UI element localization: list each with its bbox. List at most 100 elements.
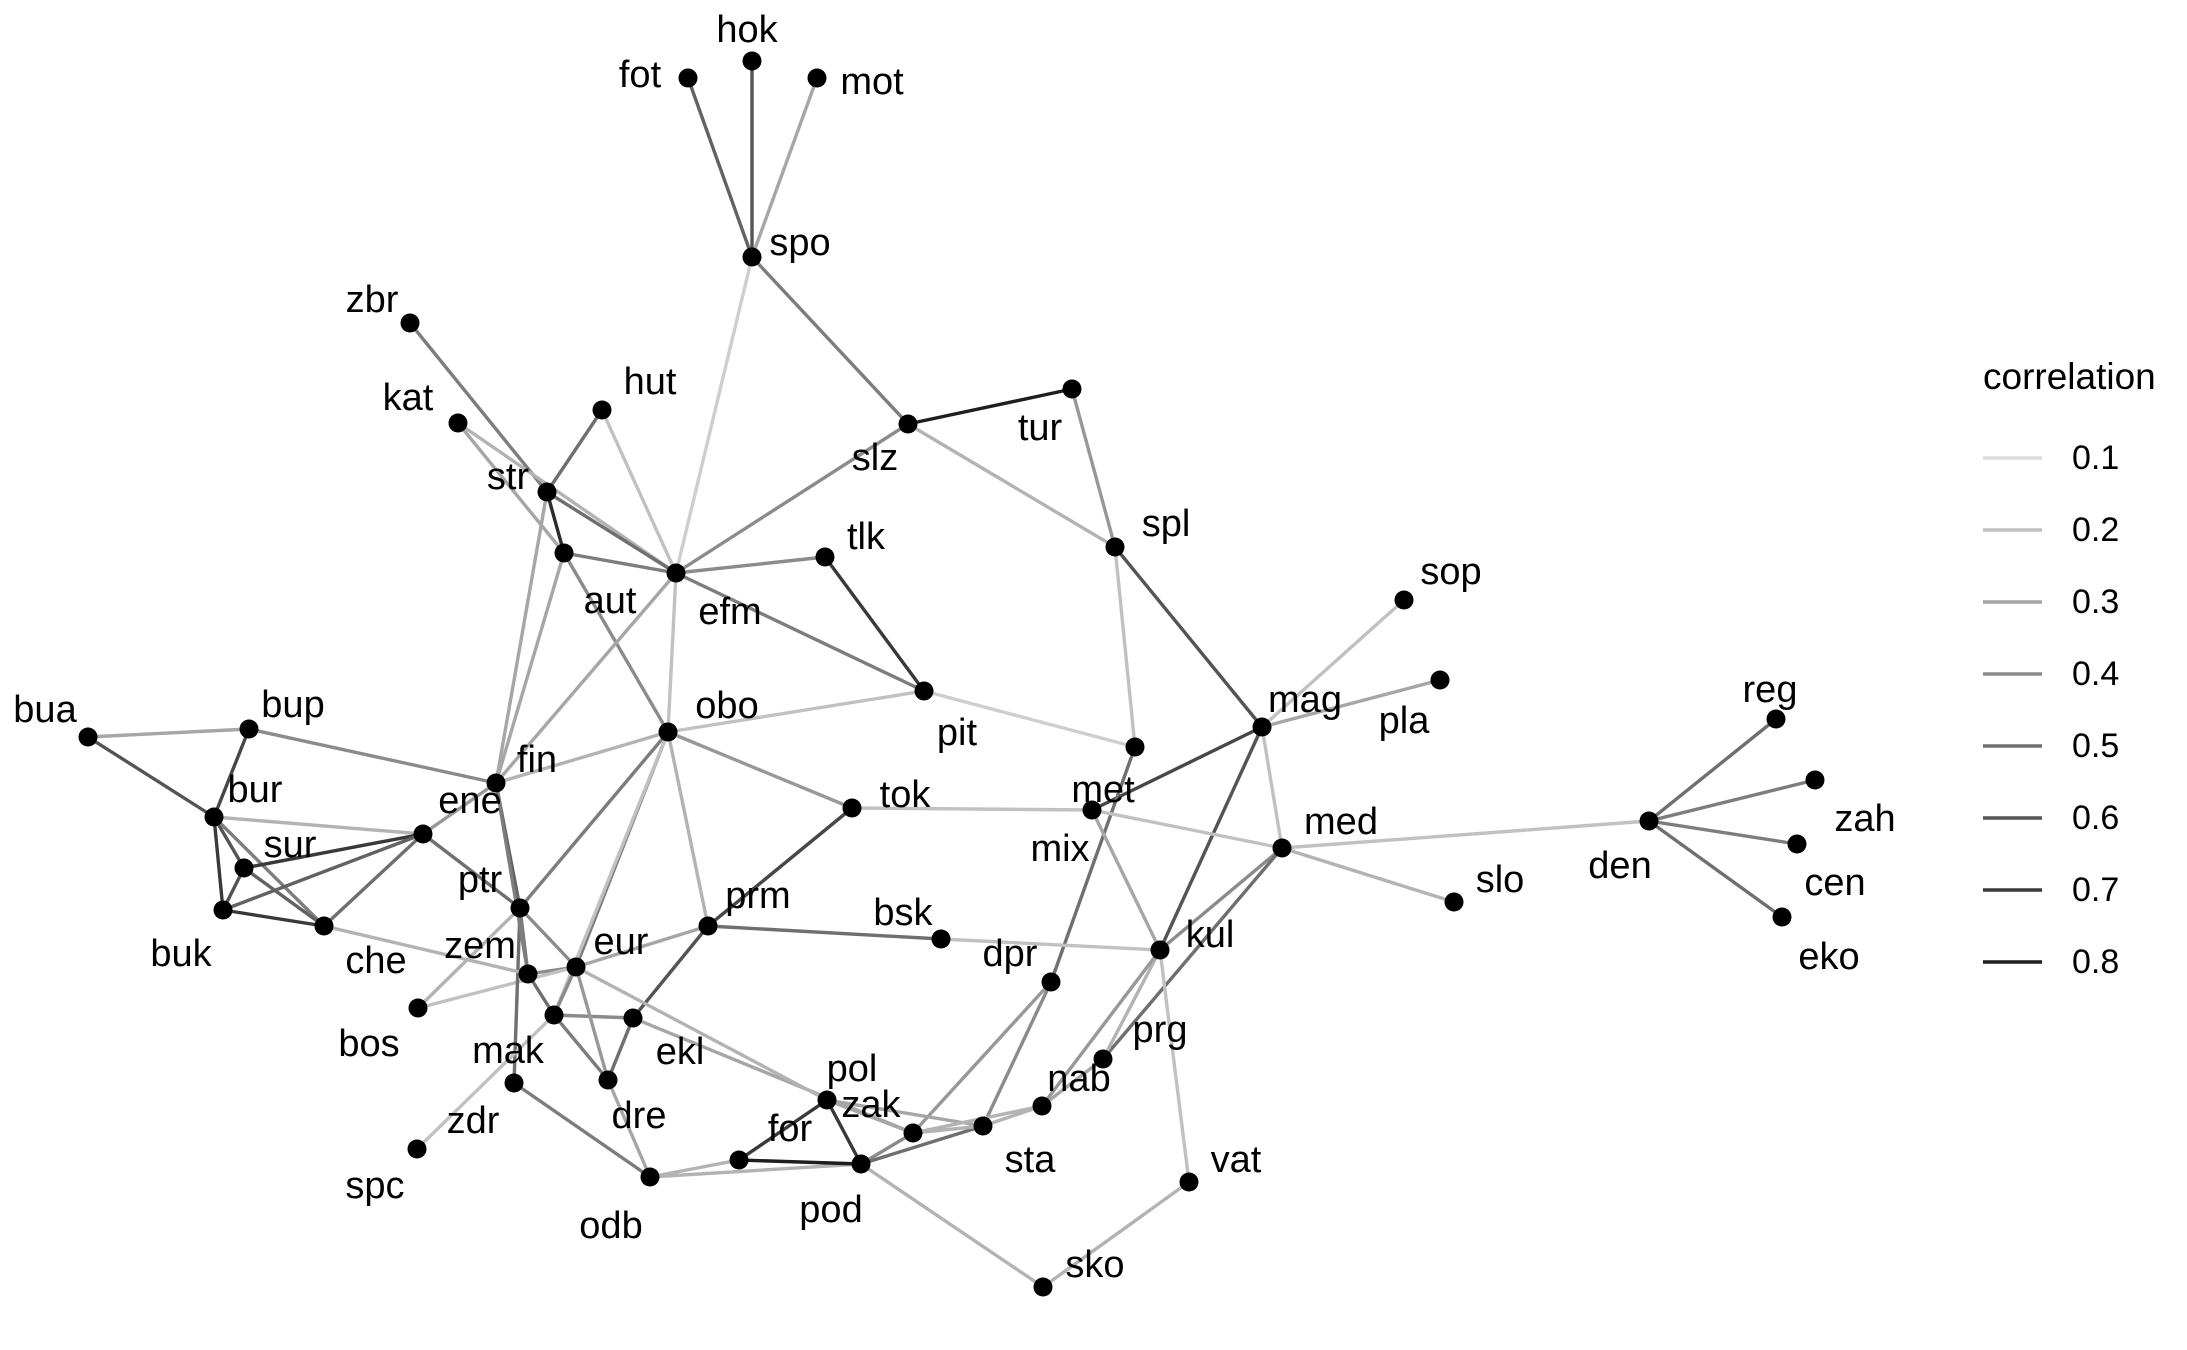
node-dre-dot [598,1070,618,1090]
edge-bua-bur [86,735,216,819]
node-fot-label: fot [619,54,662,96]
node-mag-dot [1252,717,1272,737]
legend-label-0.5: 0.5 [2072,727,2119,765]
edge-den-cen [1647,819,1799,846]
edge-for-pod [737,1158,863,1166]
node-dpr-dot [1041,972,1061,992]
node-sta-label: sta [1005,1139,1057,1181]
edge-odb-pod [648,1162,863,1179]
node-prg-label: prg [1133,1009,1188,1051]
legend-label-0.8: 0.8 [2072,943,2119,981]
legend-label-0.6: 0.6 [2072,799,2119,837]
edge-sur-che [242,866,326,928]
node-med-dot [1272,838,1292,858]
node-zbr-label: zbr [346,279,399,321]
node-str-label: str [487,456,530,498]
edge-slz-tur [906,387,1074,426]
node-reg-dot [1766,709,1786,729]
node-mot-dot [807,68,827,88]
edge-eur-bos [416,965,578,1010]
node-ene-label: ene [438,780,501,822]
node-mix-dot [1082,800,1102,820]
edge-fot-spo [686,76,754,259]
node-zdr-label: zdr [447,1100,500,1142]
edge-dpr-sta [981,980,1053,1128]
edge-spl-mag [1113,545,1264,729]
node-fin-dot [486,773,506,793]
edge-obo-prm [666,730,710,928]
edge-med-prg [1101,846,1284,1061]
edge-mak-dre [552,1013,610,1082]
edge-den-reg [1647,717,1778,823]
node-sop-label: sop [1420,551,1481,593]
edge-pol-sta [825,1098,985,1128]
node-spo-label: spo [769,222,830,264]
legend-label-0.1: 0.1 [2072,439,2119,477]
edge-pod-zak [859,1131,915,1166]
node-for-label: for [768,1108,813,1150]
edge-mag-sop [1260,598,1406,729]
node-spl-label: spl [1142,503,1191,545]
node-odb-dot [640,1167,660,1187]
edge-tur-spl [1070,387,1117,549]
node-sko-label: sko [1065,1244,1124,1286]
node-den-dot [1639,811,1659,831]
node-prm-label: prm [725,875,790,917]
node-bsk-label: bsk [873,892,933,934]
node-nab-dot [1032,1096,1052,1116]
node-prm-dot [698,916,718,936]
node-vat-dot [1179,1172,1199,1192]
edge-ptr-bos [416,906,522,1010]
edge-tok-mix [850,806,1094,812]
node-pol-label: pol [827,1048,878,1090]
node-fot-dot [678,68,698,88]
edge-mag-med [1260,725,1284,850]
node-che-label: che [345,940,406,982]
edge-zbr-str [408,321,549,494]
edge-str-aut [545,490,566,555]
node-mak-label: mak [472,1030,545,1072]
node-spc-label: spc [345,1165,404,1207]
edge-den-zah [1647,778,1817,823]
edge-mak-spc [415,1013,556,1151]
node-eur-dot [566,957,586,977]
edge-ekl-dre [606,1016,635,1082]
node-ekl-label: ekl [656,1031,705,1073]
edge-zem-fin [494,781,530,976]
edge-prm-eur [574,924,710,969]
edge-pod-sko [859,1162,1045,1289]
node-efm-label: efm [698,591,761,633]
node-buk-dot [213,900,233,920]
edge-dpr-zak [911,980,1053,1135]
edge-kat-aut [456,421,566,555]
node-tlk-label: tlk [847,516,886,558]
edge-ekl-mak [552,1013,635,1020]
node-obo-dot [658,722,678,742]
node-sko-dot [1033,1277,1053,1297]
node-pit-dot [914,681,934,701]
edge-kul-prg [1101,948,1162,1061]
edge-pod-sta [859,1124,985,1166]
edge-tlk-pit [823,555,926,693]
node-tok-label: tok [880,774,932,816]
edge-efm-obo [666,571,678,734]
node-zah-dot [1805,770,1825,790]
edge-spo-slz [750,255,910,426]
node-zem-label: zem [444,925,516,967]
edge-che-ene [322,832,425,928]
node-mot-label: mot [840,61,904,103]
edge-buk-che [221,908,326,928]
edge-mag-kul [1158,725,1264,952]
node-vat-label: vat [1211,1139,1262,1181]
node-bos-dot [408,998,428,1018]
edge-pol-for [737,1098,829,1162]
legend-label-0.4: 0.4 [2072,655,2119,693]
edge-med-den [1280,819,1651,850]
legend: correlation 0.10.20.30.40.50.60.70.8 [1983,356,2156,981]
edge-bur-ene [212,815,425,836]
node-dpr-label: dpr [983,933,1038,975]
node-zak-dot [903,1123,923,1143]
edge-odb-for [648,1158,741,1179]
edge-tok-prm [706,806,854,928]
